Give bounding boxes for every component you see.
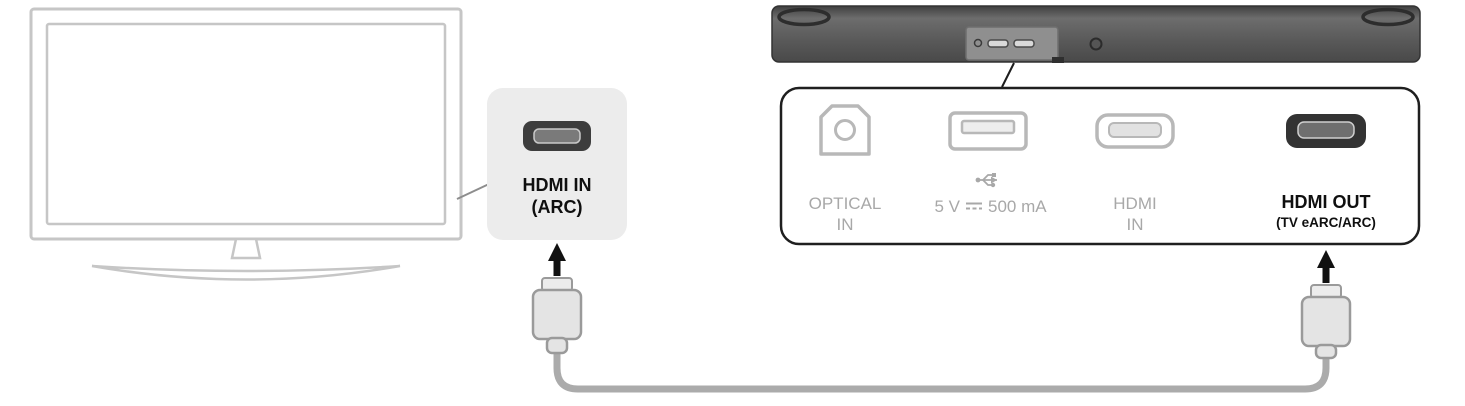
hdmi-port-icon-active — [1286, 114, 1366, 148]
callout-box — [487, 88, 627, 240]
tv-screen — [45, 22, 447, 226]
dc-symbol-icon — [966, 202, 982, 210]
optical-in-port: OPTICAL IN — [809, 104, 882, 234]
hdmi-cable-connector-left — [531, 277, 583, 355]
soundbar-notch — [1052, 57, 1064, 63]
hdmi-out-label-line1: HDMI OUT — [1282, 192, 1371, 212]
soundbar-speaker-ring-left — [777, 7, 831, 27]
recess-slot-1 — [987, 39, 1009, 48]
soundbar-port-recess — [965, 26, 1059, 61]
recess-usb-icon — [973, 38, 983, 48]
hdmi-in-label-line1: HDMI — [1113, 194, 1156, 213]
rear-panel-box — [779, 86, 1421, 246]
hdmi-out-port: HDMI OUT (TV eARC/ARC) — [1276, 114, 1376, 230]
tv-port-label-line1: HDMI IN — [523, 175, 592, 195]
tv-hdmi-in-callout: HDMI IN (ARC) — [487, 88, 627, 240]
hdmi-in-port: HDMI IN — [1095, 113, 1175, 234]
hdmi-cable — [553, 348, 1330, 393]
hdmi-out-label-line2: (TV eARC/ARC) — [1276, 215, 1376, 230]
up-arrow-icon-left — [548, 243, 566, 276]
soundbar-speaker-ring-right — [1361, 7, 1415, 27]
hdmi-cable-connector-right — [1300, 284, 1352, 360]
hdmi-port-icon — [523, 121, 591, 151]
soundbar-rear-panel: OPTICAL IN 5 V — [779, 86, 1421, 246]
tv-port-label-line2: (ARC) — [532, 197, 583, 217]
optical-label-line1: OPTICAL — [809, 194, 882, 213]
soundbar-callout-tail — [1001, 62, 1015, 88]
up-arrow-icon-right — [1317, 250, 1335, 283]
tv-stand-neck — [230, 237, 262, 260]
usb-port-icon — [948, 111, 1028, 151]
hdmi-port-icon-gray — [1095, 113, 1175, 149]
usb-port: 5 V 500 mA — [934, 111, 1047, 216]
tv-callout-tail — [456, 183, 490, 200]
tv-stand-base — [91, 264, 401, 281]
tv-illustration — [29, 7, 463, 281]
soundbar-illustration — [771, 5, 1421, 63]
optical-port-icon — [819, 104, 871, 156]
soundbar-button — [1089, 37, 1103, 51]
hdmi-in-label-line2: IN — [1127, 215, 1144, 234]
usb-label-volt: 5 V — [934, 197, 960, 216]
usb-label-current: 500 mA — [988, 197, 1047, 216]
optical-label-line2: IN — [837, 215, 854, 234]
usb-symbol-icon — [975, 173, 997, 188]
soundbar-body — [771, 5, 1421, 63]
recess-slot-2 — [1013, 39, 1035, 48]
